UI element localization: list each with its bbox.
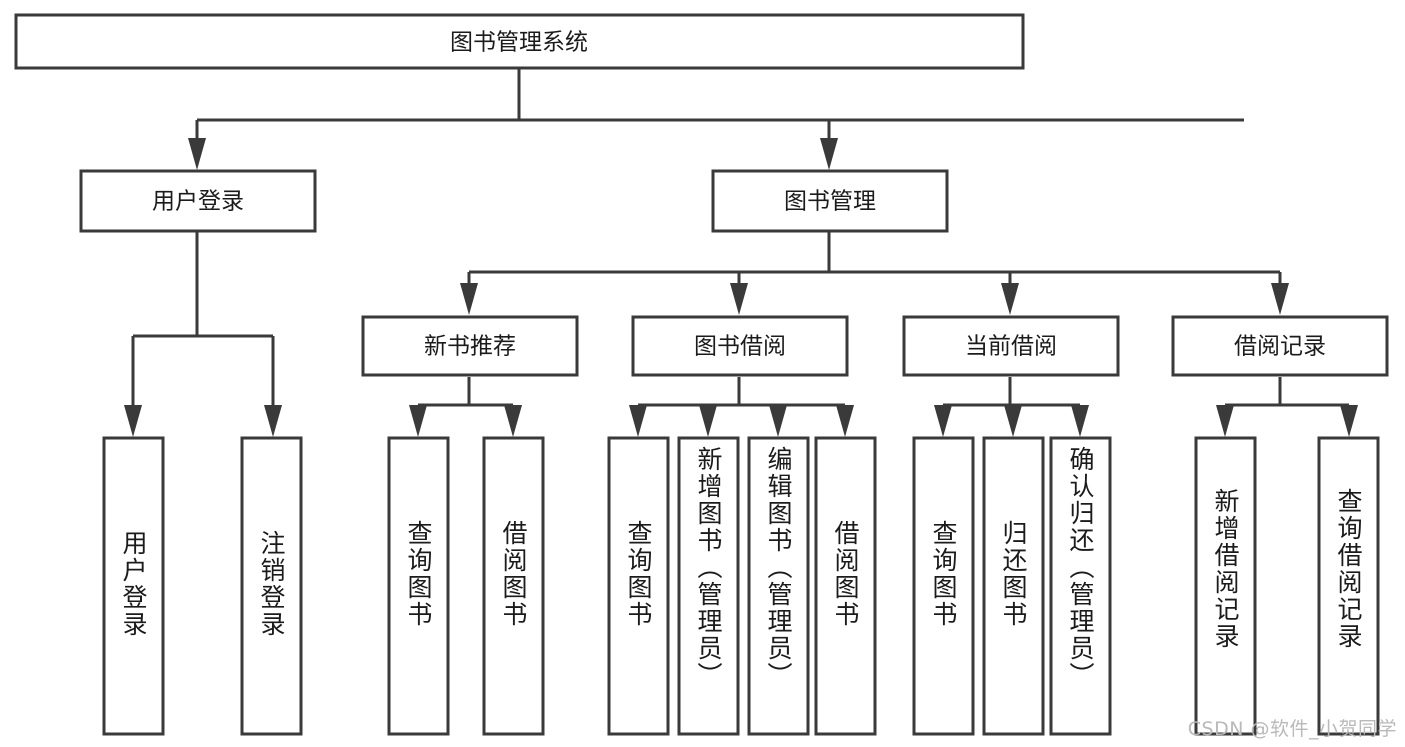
node-book-management[interactable]: 图书管理 [711,169,949,233]
leaf-box-logout-login[interactable] [240,436,303,736]
connector-bookmgmt-to-level3 [460,232,1289,315]
node-user-login[interactable]: 用户登录 [79,169,317,233]
node-new-book-recommend-label: 新书推荐 [424,334,516,360]
connector-newbook-to-leaves [409,377,522,437]
node-root[interactable]: 图书管理系统 [14,13,1025,70]
node-current-borrow[interactable]: 当前借阅 [902,315,1120,377]
leaf-box-borrow-book-2[interactable] [814,436,877,736]
leaf-box-edit-book[interactable] [747,436,810,736]
leaf-box-confirm-return[interactable] [1049,436,1112,736]
leaf-box-add-record[interactable] [1194,436,1257,736]
leaf-box-user-login[interactable] [102,436,165,736]
node-new-book-recommend[interactable]: 新书推荐 [361,315,579,377]
node-user-login-label: 用户登录 [152,189,244,215]
node-current-borrow-label: 当前借阅 [965,334,1057,360]
leaf-box-query-book-1[interactable] [387,436,450,736]
connector-root-to-level2 [188,68,1244,170]
leaf-box-borrow-book-1[interactable] [482,436,545,736]
leaf-box-add-book[interactable] [677,436,740,736]
node-borrow-record-label: 借阅记录 [1234,334,1326,360]
leaf-box-return-book[interactable] [982,436,1045,736]
leaf-box-query-book-2[interactable] [607,436,670,736]
leaf-box-query-record[interactable] [1317,436,1380,736]
connector-borrowrecord-to-leaves [1216,377,1358,437]
csdn-watermark: CSDN @软件_小贺同学 [1187,718,1397,740]
node-borrow-record[interactable]: 借阅记录 [1171,315,1389,377]
node-book-management-label: 图书管理 [784,189,876,215]
connector-currentborrow-to-leaves [934,377,1089,437]
node-root-label: 图书管理系统 [450,30,588,56]
leaf-boxes [102,436,1380,736]
connector-bookborrow-to-leaves [629,377,854,437]
node-book-borrow-label: 图书借阅 [694,334,786,360]
node-book-borrow[interactable]: 图书借阅 [631,315,849,377]
leaf-box-query-book-3[interactable] [912,436,975,736]
connector-userlogin-to-leaves [124,232,282,437]
